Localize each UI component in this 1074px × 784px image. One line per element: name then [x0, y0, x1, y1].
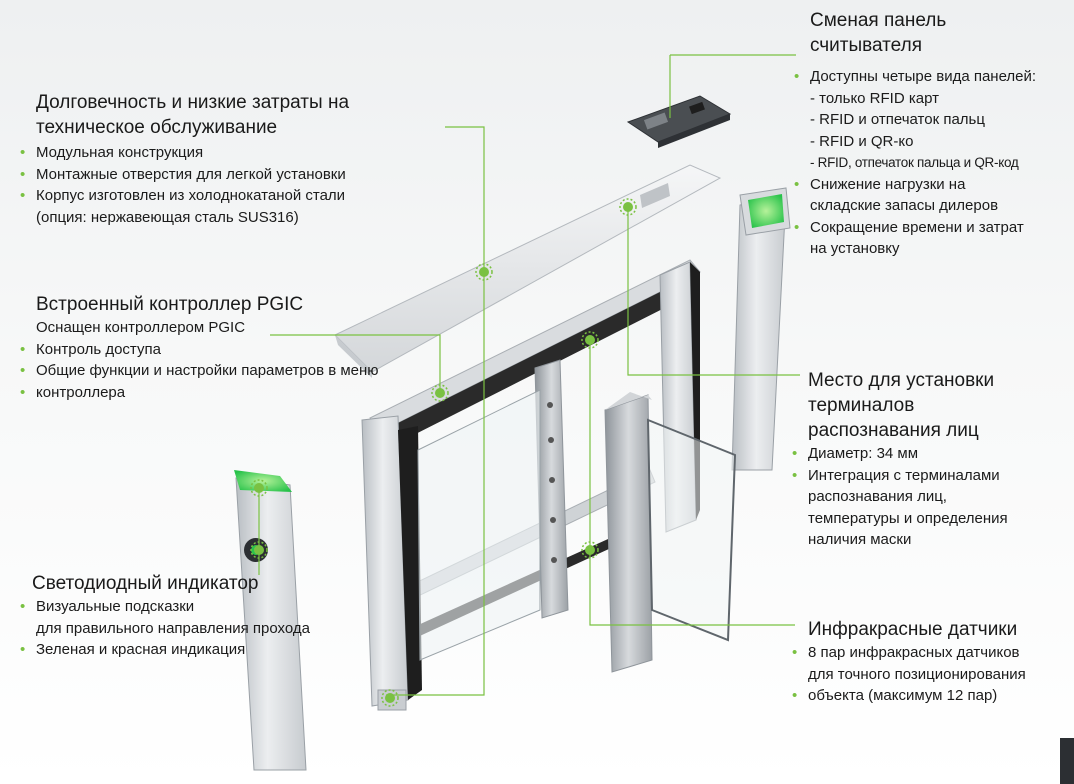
reader-item-line: Сокращение времени и затрат — [810, 218, 1024, 236]
reader-item: Сокращение времени и затрат на установку — [792, 217, 1072, 260]
ir-item: объекта (максимум 12 пар) — [790, 685, 1070, 707]
face-title-line-3: распознавания лиц — [808, 420, 979, 441]
reader-item-line: Снижение нагрузки на — [810, 175, 966, 193]
durability-item: Монтажные отверстия для легкой установки — [18, 164, 456, 186]
face-item-line: Интеграция с терминалами — [808, 466, 1000, 484]
durability-note: (опция: нержавеющая сталь SUS316) — [36, 208, 299, 226]
face-item-line: температуры и определения — [808, 509, 1008, 527]
ir-item-line: 8 пар инфракрасных датчиков — [808, 644, 1020, 661]
led-block: Светодиодный индикатор Визуальные подска… — [20, 571, 392, 661]
controller-item: Контроль доступа — [18, 339, 456, 361]
led-item-continuation: для правильного направления прохода — [36, 619, 310, 637]
led-item: Визуальные подсказки — [18, 596, 392, 618]
led-item: Зеленая и красная индикация — [18, 639, 392, 661]
reader-item-line: на установку — [810, 240, 900, 257]
reader-item-line: складские запасы дилеров — [810, 197, 999, 214]
controller-item: Общие функции и настройки параметров в м… — [18, 360, 456, 382]
led-title: Светодиодный индикатор — [32, 573, 259, 594]
right-pillar — [731, 187, 791, 471]
face-item-line: распознавания лиц, — [808, 488, 947, 505]
durability-item: Корпус изготовлен из холоднокатаной стал… — [18, 185, 456, 207]
reader-block: Сменая панель считывателя Доступны четыр… — [794, 8, 1072, 260]
ir-title: Инфракрасные датчики — [808, 619, 1018, 640]
face-item: Интеграция с терминалами распознавания л… — [790, 465, 1070, 551]
ir-item: 8 пар инфракрасных датчиков для точного … — [790, 642, 1070, 685]
reader-title-line-1: Сменая панель — [810, 10, 947, 31]
face-item-line: наличия маски — [808, 531, 912, 548]
corner-tab — [1060, 738, 1074, 784]
durability-item: Модульная конструкция — [18, 142, 456, 164]
face-title-line-1: Место для установки — [808, 370, 995, 391]
controller-subtitle: Оснащен контроллером PGIC — [36, 319, 246, 336]
reader-subitem: - RFID и QR-ко — [810, 132, 914, 150]
durability-title-line-2: техническое обслуживание — [36, 117, 278, 138]
controller-block: Встроенный контроллер PGIC Оснащен контр… — [20, 292, 456, 403]
reader-title-line-2: считывателя — [810, 35, 922, 56]
reader-item: Снижение нагрузки на складские запасы ди… — [792, 174, 1072, 217]
ir-item-line: для точного позиционирования — [808, 665, 1026, 683]
durability-block: Долговечность и низкие затраты на технич… — [20, 90, 456, 228]
face-terminal-block: Место для установки терминалов распознав… — [792, 368, 1070, 551]
center-pillar — [604, 392, 737, 673]
face-title-line-2: терминалов — [808, 395, 915, 416]
reader-subitem: - RFID и отпечаток пальц — [810, 111, 985, 128]
reader-intro: Доступны четыре вида панелей: — [792, 66, 1072, 88]
ir-sensors-block: Инфракрасные датчики 8 пар инфракрасных … — [792, 617, 1070, 707]
controller-item: контроллера — [18, 382, 456, 404]
reader-subitem: - RFID, отпечаток пальца и QR-код — [810, 155, 1019, 170]
durability-title-line-1: Долговечность и низкие затраты на — [36, 92, 350, 113]
reader-panel — [626, 95, 732, 148]
face-item: Диаметр: 34 мм — [790, 443, 1070, 465]
reader-subitem: - только RFID карт — [810, 89, 939, 107]
controller-title: Встроенный контроллер PGIC — [36, 294, 304, 315]
